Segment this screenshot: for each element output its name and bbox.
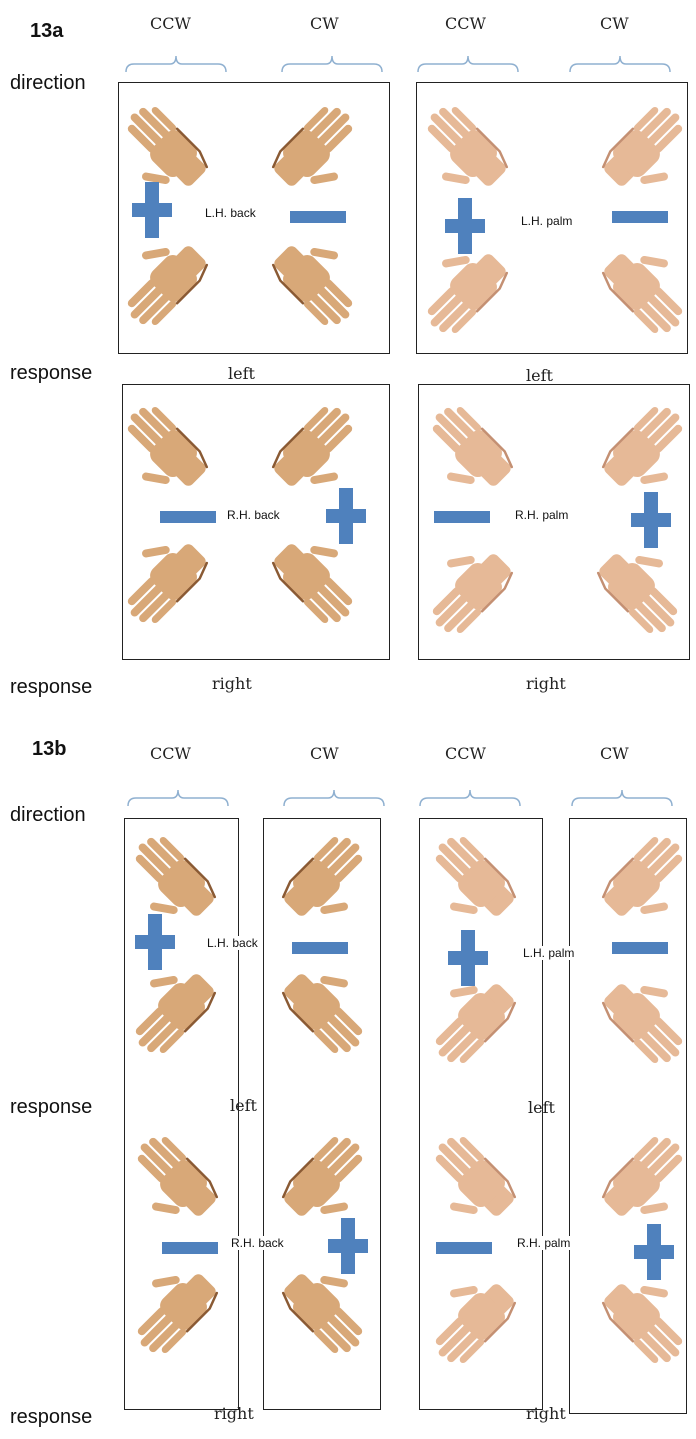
hand-palm-icon [597,828,696,937]
hand-palm-icon [412,828,521,937]
hand-palm-icon [592,533,696,642]
hand-back-icon [267,523,376,632]
plus-sign-icon [135,914,175,970]
hand-back-icon [104,225,213,334]
hand-palm-icon [404,98,513,207]
hand-palm-icon [409,398,518,507]
hand-back-icon [277,1128,386,1237]
bracket-icon [128,790,228,806]
hand-palm-icon [597,398,696,507]
minus-sign-icon [612,942,668,954]
bracket-icon [420,790,520,806]
plus-sign-icon [634,1224,674,1280]
hand-back-icon [267,225,376,334]
center-label-a-lh-palm: L.H. palm [519,214,574,228]
minus-sign-icon [290,211,346,223]
hand-palm-icon [597,1128,696,1237]
plus-sign-icon [448,930,488,986]
plus-sign-icon [445,198,485,254]
plus-sign-icon [132,182,172,238]
minus-sign-icon [162,1242,218,1254]
hand-back-icon [267,98,376,207]
bracket-icon [572,790,672,806]
hand-palm-icon [597,233,696,342]
hand-back-icon [112,828,221,937]
hand-palm-icon [409,533,518,642]
center-label-b-lh-back: L.H. back [205,936,260,950]
hand-palm-icon [412,1128,521,1237]
plus-sign-icon [631,492,671,548]
center-label-a-lh-back: L.H. back [203,206,258,220]
plus-sign-icon [328,1218,368,1274]
center-label-b-lh-palm: L.H. palm [521,946,576,960]
hand-palm-icon [412,1263,521,1372]
bracket-icon [126,56,226,72]
minus-sign-icon [292,942,348,954]
bracket-icon [284,790,384,806]
center-label-b-rh-back: R.H. back [229,1236,286,1250]
hand-back-icon [114,1128,223,1237]
center-label-a-rh-back: R.H. back [225,508,282,522]
hand-palm-icon [597,1263,696,1372]
minus-sign-icon [160,511,216,523]
hand-back-icon [112,953,221,1062]
hand-back-icon [104,523,213,632]
hand-back-icon [267,398,376,507]
plus-sign-icon [326,488,366,544]
bracket-icon [570,56,670,72]
hand-back-icon [104,398,213,507]
hand-back-icon [277,953,386,1062]
hand-back-icon [277,1253,386,1362]
minus-sign-icon [434,511,490,523]
bracket-icon [418,56,518,72]
bracket-icon [282,56,382,72]
minus-sign-icon [612,211,668,223]
hand-palm-icon [597,98,696,207]
center-label-a-rh-palm: R.H. palm [513,508,570,522]
center-label-b-rh-palm: R.H. palm [515,1236,572,1250]
hand-back-icon [114,1253,223,1362]
minus-sign-icon [436,1242,492,1254]
hand-palm-icon [597,963,696,1072]
hand-back-icon [277,828,386,937]
